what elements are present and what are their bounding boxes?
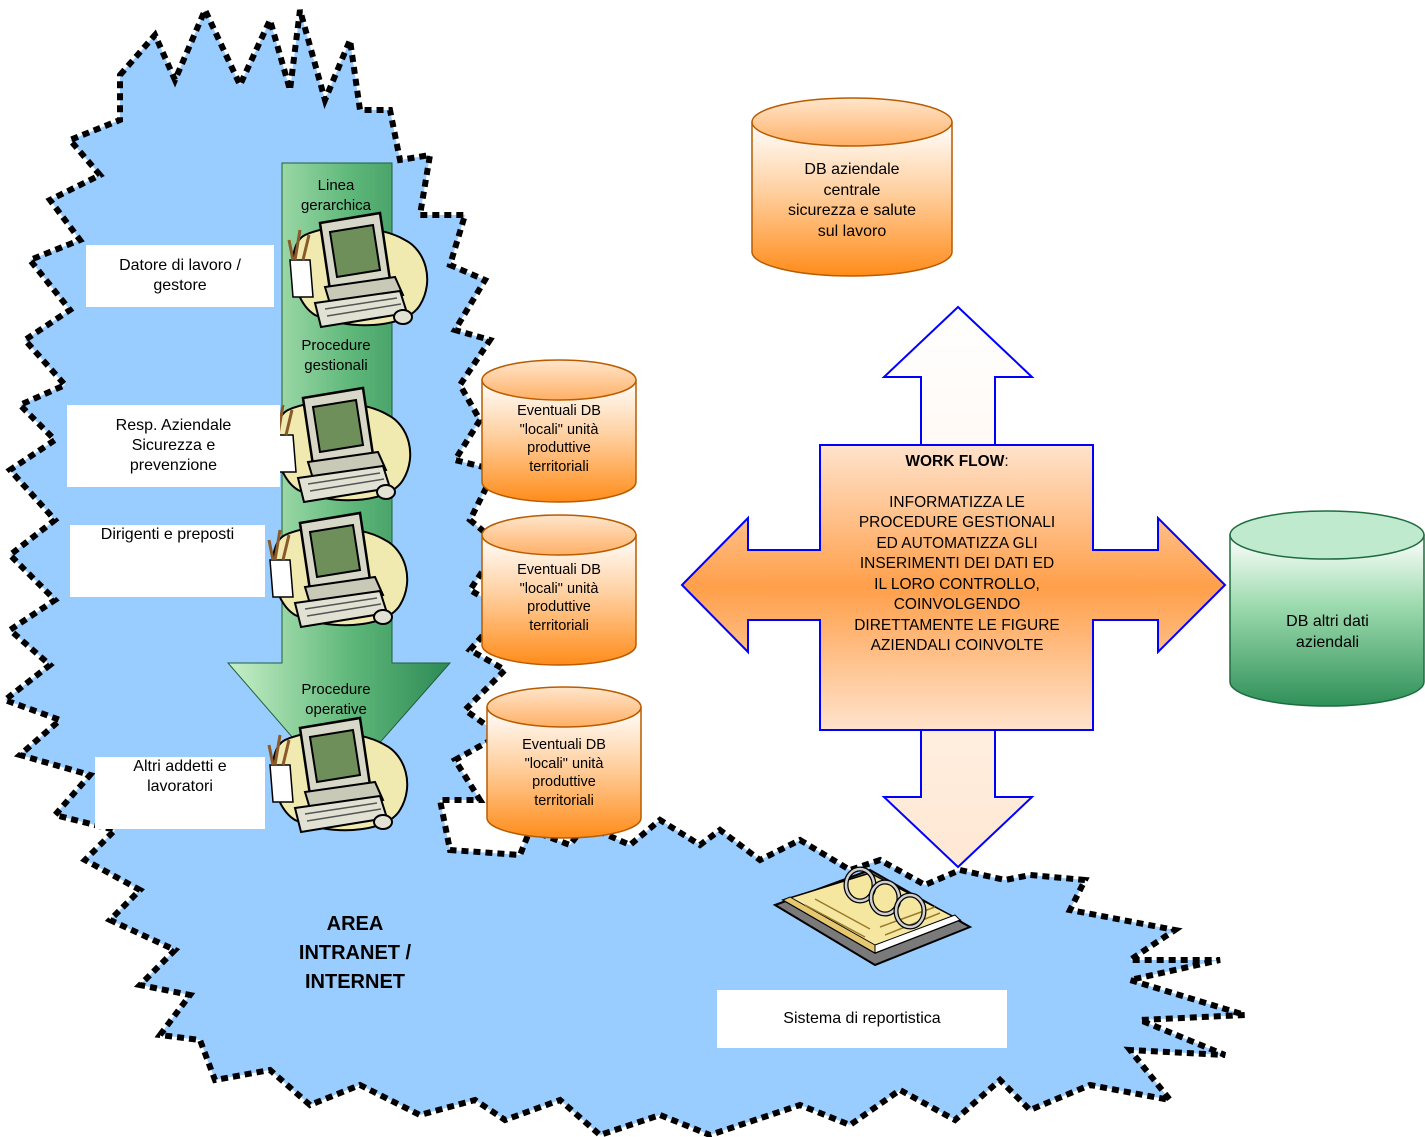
workflow-text: WORK FLOW: INFORMATIZZA LE PROCEDURE GES… — [812, 452, 1102, 657]
hierarchy-mid-label: Procedure gestionali — [301, 337, 371, 374]
local-db-cylinder-1 — [481, 359, 637, 503]
other-db-cylinder — [1229, 510, 1425, 707]
local-db-label-3: Eventuali DB "locali" unità produttive t… — [522, 737, 606, 809]
central-db-cylinder — [751, 97, 953, 277]
local-db-label-1: Eventuali DB "locali" unità produttive t… — [517, 403, 601, 475]
role-resp-aziendale: Resp. Aziendale Sicurezza e prevenzione — [67, 405, 280, 487]
hierarchy-bottom-label: Procedure operative — [301, 681, 371, 718]
workflow-title-suffix: : — [1004, 453, 1009, 470]
central-db-label: DB aziendale centrale sicurezza e salute… — [787, 161, 917, 240]
computer-workstation-icon — [287, 211, 429, 329]
computer-workstation-icon — [270, 386, 412, 504]
area-intranet-internet-label: AREA INTRANET / INTERNET — [298, 913, 412, 993]
computer-workstation-icon — [267, 716, 409, 834]
role-altri-addetti: Altri addetti e lavoratori — [95, 757, 265, 829]
role-dirigenti-preposti: Dirigenti e preposti — [70, 525, 265, 597]
workflow-body: INFORMATIZZA LE PROCEDURE GESTIONALI ED … — [854, 493, 1060, 655]
other-db-label: DB altri dati aziendali — [1286, 613, 1369, 651]
local-db-cylinder-2 — [481, 514, 637, 666]
computer-workstation-icon — [267, 511, 409, 629]
local-db-label-2: Eventuali DB "locali" unità produttive t… — [517, 562, 601, 634]
hierarchy-top-label: Linea gerarchica — [300, 177, 372, 214]
role-datore-di-lavoro: Datore di lavoro / gestore — [86, 245, 274, 307]
report-system-label: Sistema di reportistica — [717, 990, 1007, 1048]
report-binder-icon — [772, 866, 973, 967]
workflow-title: WORK FLOW — [905, 453, 1005, 470]
workflow-cross-arrow — [680, 444, 1227, 731]
local-db-cylinder-3 — [486, 686, 642, 839]
